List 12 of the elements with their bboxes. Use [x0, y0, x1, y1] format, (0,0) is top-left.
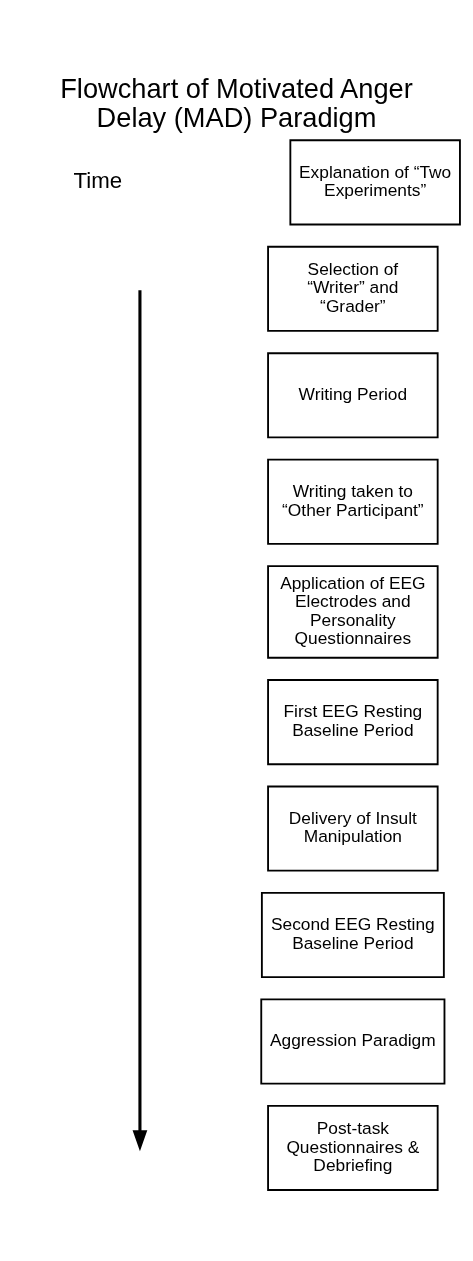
- node-box: Writing Period: [267, 352, 439, 439]
- node-box: Aggression Paradigm: [260, 998, 446, 1085]
- node-box: Post-task Questionnaires & Debriefing: [267, 1104, 439, 1191]
- node-box: Writing taken to “Other Participant”: [267, 458, 439, 545]
- node-box: Application of EEG Electrodes and Personality Questionnaires: [267, 565, 439, 659]
- node-box: Selection of “Writer” and “Grader”: [267, 245, 439, 332]
- node-box: First EEG Resting Baseline Period: [267, 679, 439, 766]
- node-box: Delivery of Insult Manipulation: [267, 785, 439, 872]
- label: Time: [73, 167, 123, 193]
- diagram-title: Flowchart of Motivated Anger Delay (MAD) Paradigm: [60, 72, 413, 134]
- node-box: Second EEG Resting Baseline Period: [260, 892, 445, 979]
- node-box: Explanation of “Two Experiments”: [289, 139, 461, 226]
